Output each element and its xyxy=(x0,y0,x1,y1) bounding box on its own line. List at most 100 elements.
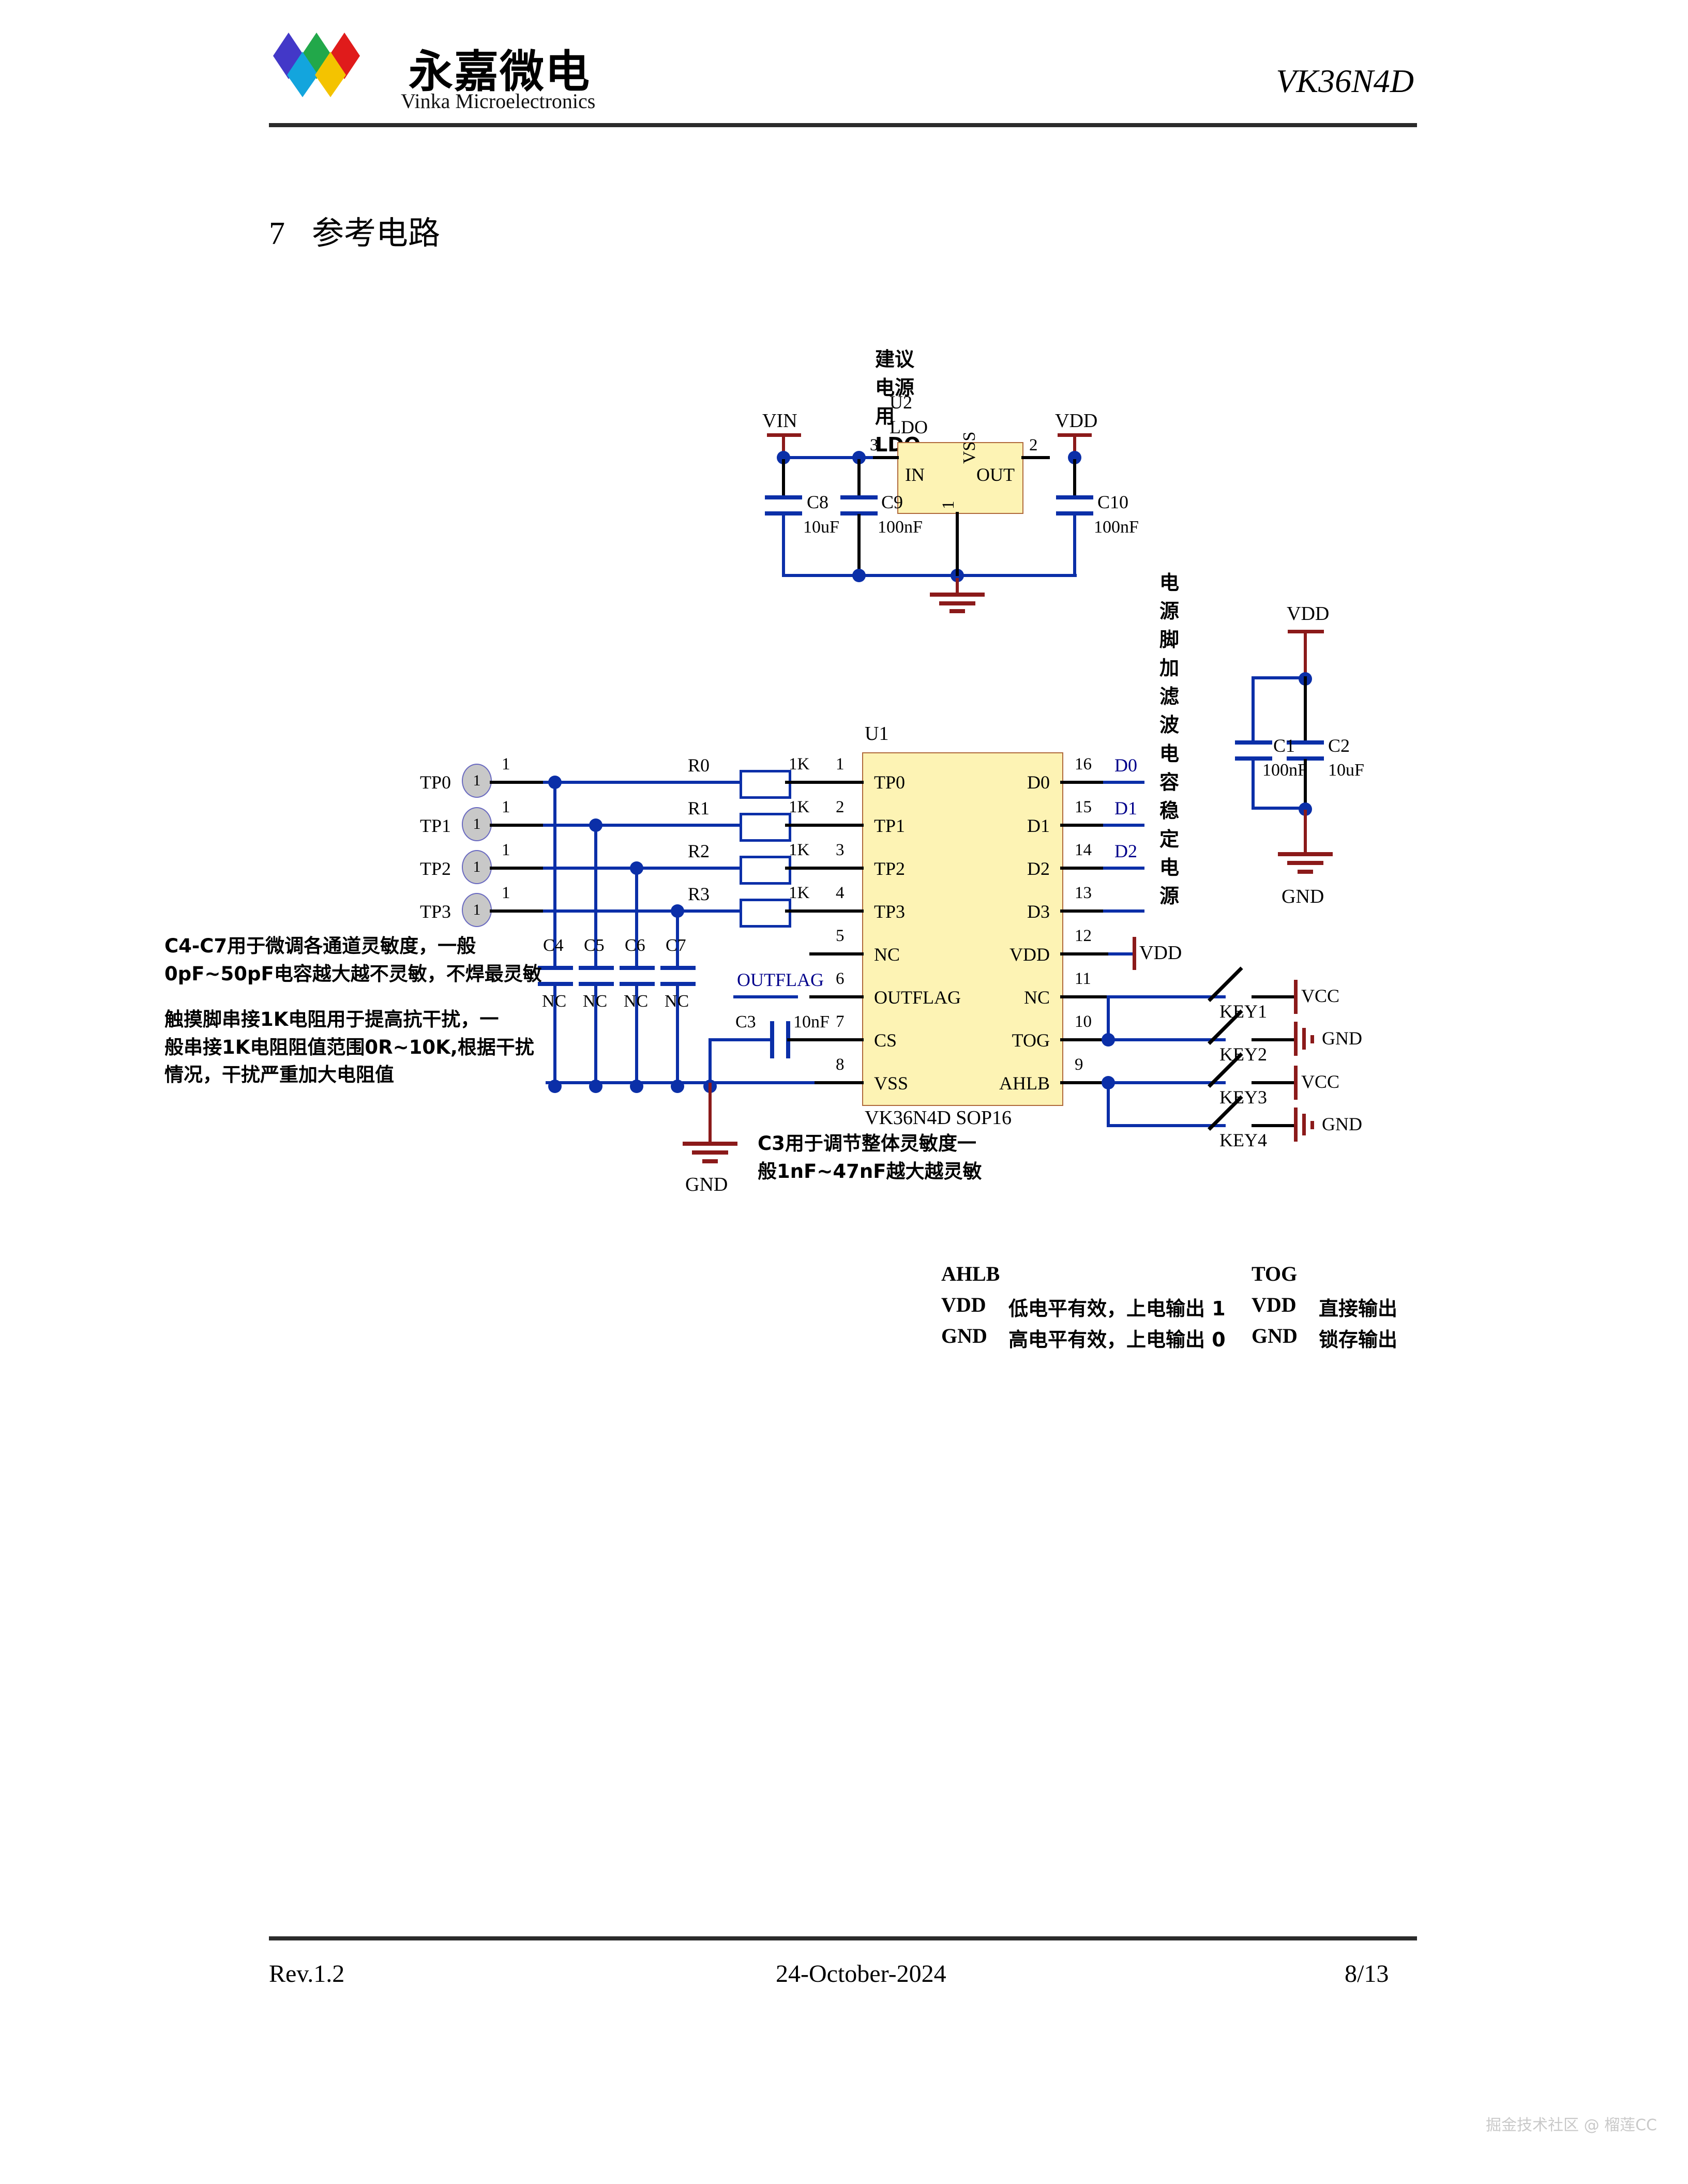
r1-body xyxy=(740,813,791,842)
u1-pin1-name: TP0 xyxy=(874,772,906,793)
ldo-ground-rail xyxy=(782,574,1077,577)
ahlb-table-header: AHLB xyxy=(941,1262,1000,1285)
r1-ref-des: R1 xyxy=(688,798,710,818)
key4-gnd-symbol xyxy=(1291,1108,1337,1144)
tp3-wire-black xyxy=(490,909,547,913)
u1-pin7-number: 7 xyxy=(836,1012,845,1031)
tp3-pad[interactable]: 1 xyxy=(462,893,492,927)
d2-net-wire xyxy=(1103,867,1144,870)
u1-pin8-stub xyxy=(809,1081,864,1084)
tp1-wire-blue xyxy=(543,824,778,827)
tog-row2-level: GND xyxy=(1252,1324,1298,1347)
r1-value: 1K xyxy=(789,798,810,816)
ldo-out-stub xyxy=(1021,456,1050,459)
key4-out-wire xyxy=(1252,1124,1295,1127)
c7-bottom-wire xyxy=(676,984,679,1088)
vdd-rail-bar xyxy=(1058,433,1092,437)
u1-pin3-stub xyxy=(822,867,864,870)
key3-vcc-bar xyxy=(1294,1066,1298,1100)
c5-ref-des: C5 xyxy=(584,936,605,955)
footer-revision: Rev.1.2 xyxy=(269,1960,345,1988)
decoupling-caption: 电源脚加滤波电容稳定电源 xyxy=(1159,571,1180,908)
tp2-pad[interactable]: 1 xyxy=(462,850,492,884)
tp0-label: TP0 xyxy=(420,772,451,793)
ldo-pin1-number: 1 xyxy=(939,501,958,510)
tog-row2-desc: 锁存输出 xyxy=(1319,1328,1398,1351)
r3-ref-des: R3 xyxy=(688,884,710,904)
u1-vdd-net-wire xyxy=(1108,952,1134,956)
c7-value: NC xyxy=(665,992,689,1011)
c10-plate-bottom xyxy=(1056,511,1093,515)
r2-right-wire xyxy=(785,867,826,870)
c7-plate-top xyxy=(660,966,696,970)
vss-ground-rail xyxy=(546,1081,815,1084)
tp3-pad-pin: 1 xyxy=(473,901,481,918)
key2-label: KEY2 xyxy=(1219,1044,1267,1065)
note-series-resistors: 触摸脚串接1K电阻用于提高抗干扰，一 般串接1K电阻阻值范围0R~10K,根据干… xyxy=(164,1008,534,1086)
decoupling-vdd-bar xyxy=(1288,630,1324,633)
ldo-in-stub xyxy=(873,456,899,459)
c2-plate-bottom xyxy=(1287,756,1324,761)
u1-pin1-stub xyxy=(822,781,864,784)
r0-ref-des: R0 xyxy=(688,755,710,776)
c8-bottom-wire xyxy=(782,514,785,577)
c9-value: 100nF xyxy=(878,518,923,537)
tp1-wire-black xyxy=(490,824,547,827)
c1-bottom-wire xyxy=(1252,759,1255,810)
tog-table-header: TOG xyxy=(1252,1262,1298,1285)
tp2-wire-blue xyxy=(543,867,778,870)
c5-value: NC xyxy=(583,992,608,1011)
c2-value: 10uF xyxy=(1328,761,1364,780)
key1-label: KEY1 xyxy=(1219,1001,1267,1022)
r3-body xyxy=(740,899,791,928)
decoupling-gnd-symbol xyxy=(1273,848,1340,884)
u1-vdd-rail-bar xyxy=(1133,937,1136,970)
c8-ref-des: C8 xyxy=(807,492,829,512)
u1-pin12-number: 12 xyxy=(1075,927,1092,945)
u1-pin13-number: 13 xyxy=(1075,884,1092,902)
net-label-d0: D0 xyxy=(1114,755,1137,776)
decoupling-net-vdd: VDD xyxy=(1287,603,1330,625)
tp2-label: TP2 xyxy=(420,858,451,879)
ldo-pin-out-label: OUT xyxy=(976,464,1015,485)
tp0-pin-number: 1 xyxy=(502,755,510,774)
c5-bottom-wire xyxy=(594,984,597,1088)
c3-value: 10nF xyxy=(793,1012,830,1032)
u1-pin11-name: NC xyxy=(1023,987,1050,1008)
u1-pin1-number: 1 xyxy=(836,755,845,774)
u1-pin5-number: 5 xyxy=(836,927,845,945)
decoupling-gnd-wire xyxy=(1304,810,1307,850)
net-label-d1: D1 xyxy=(1114,798,1137,818)
d3-net-wire xyxy=(1103,909,1144,913)
ldo-vss-wire xyxy=(956,512,959,576)
u1-pin8-name: VSS xyxy=(874,1073,909,1094)
r2-value: 1K xyxy=(789,841,810,859)
r0-value: 1K xyxy=(789,755,810,774)
key4-label: KEY4 xyxy=(1219,1130,1267,1150)
c7-ref-des: C7 xyxy=(666,936,686,955)
c10-ref-des: C10 xyxy=(1097,492,1129,512)
key1-vcc-bar xyxy=(1294,980,1298,1014)
c1-ref-des: C1 xyxy=(1273,735,1295,756)
tp1-pad[interactable]: 1 xyxy=(462,807,492,841)
tp3-wire-blue xyxy=(543,909,778,913)
key1-in-wire xyxy=(1107,995,1226,998)
u1-pin16-stub xyxy=(1060,781,1107,784)
vss-gnd-drop xyxy=(709,1083,712,1140)
u1-pin16-number: 16 xyxy=(1075,755,1092,774)
key2-out-wire xyxy=(1252,1038,1295,1041)
c4-plate-bottom xyxy=(538,982,573,986)
c6-plate-top xyxy=(620,966,655,970)
c3-ref-des: C3 xyxy=(735,1012,756,1032)
r0-body xyxy=(740,770,791,799)
r0-right-wire xyxy=(785,781,826,784)
tp1-pad-pin: 1 xyxy=(473,815,481,832)
c1-value: 100nF xyxy=(1262,761,1307,780)
key4-net-label: GND xyxy=(1322,1114,1362,1134)
u1-pin12-stub xyxy=(1060,952,1112,956)
c9-plate-top xyxy=(840,495,878,499)
key1-key2-link xyxy=(1107,997,1110,1041)
outflag-net-wire xyxy=(733,995,798,998)
u1-pin10-stub xyxy=(1060,1038,1112,1041)
tp0-pad[interactable]: 1 xyxy=(462,764,492,798)
